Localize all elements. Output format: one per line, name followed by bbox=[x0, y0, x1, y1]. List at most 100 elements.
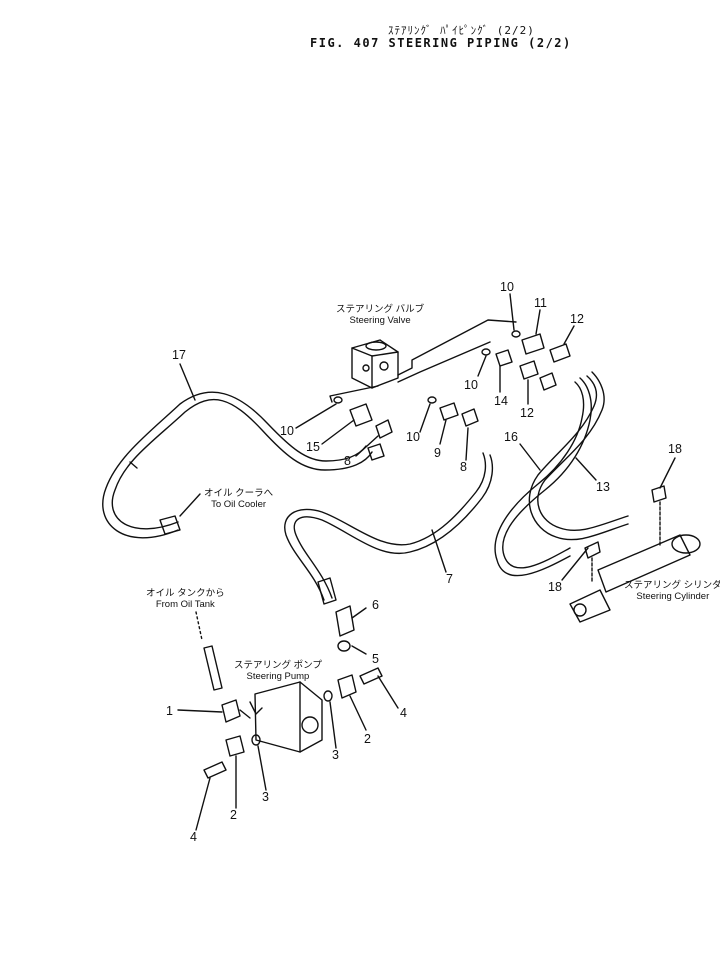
leader-15 bbox=[520, 444, 540, 470]
leader-8-left bbox=[356, 436, 378, 456]
fitting-12-b bbox=[520, 361, 538, 379]
leader-3-right bbox=[330, 702, 336, 748]
hose-17 bbox=[112, 400, 372, 529]
callout-14: 14 bbox=[494, 394, 508, 408]
leader-16 bbox=[322, 420, 354, 444]
bolt-4-upper bbox=[360, 668, 382, 684]
callout-11: 11 bbox=[534, 296, 547, 310]
leader-11 bbox=[536, 310, 540, 334]
leader-6 bbox=[352, 608, 366, 618]
figure-title: FIG. 407 STEERING PIPING (2/2) bbox=[310, 36, 572, 50]
figure-title-japanese: ｽﾃｱﾘﾝｸﾞ ﾊﾟｲﾋﾟﾝｸﾞ (2/2) bbox=[388, 24, 535, 37]
callout-18: 18 bbox=[668, 442, 682, 456]
leader-4-left bbox=[196, 778, 210, 830]
callout-13: 13 bbox=[596, 480, 610, 494]
hose-17-inner bbox=[103, 392, 366, 538]
callout-8: 8 bbox=[344, 454, 351, 468]
elbow-1 bbox=[222, 700, 240, 722]
hose-15 bbox=[503, 378, 592, 568]
callout-10: 10 bbox=[280, 424, 294, 438]
callout-10: 10 bbox=[500, 280, 514, 294]
steering-valve-label-en: Steering Valve bbox=[349, 315, 411, 326]
o-ring-3-upper bbox=[324, 691, 332, 701]
callout-8: 8 bbox=[460, 460, 467, 474]
steering-cylinder-body bbox=[570, 486, 700, 622]
callout-1: 1 bbox=[166, 704, 173, 718]
leader-9 bbox=[440, 420, 446, 444]
bolt-4-lower bbox=[204, 762, 226, 778]
hose-15-inner bbox=[495, 382, 584, 576]
callout-16: 15 bbox=[306, 440, 320, 454]
steering-pump-label-en: Steering Pump bbox=[246, 671, 310, 682]
callout-4: 4 bbox=[400, 706, 407, 720]
elbow-8-right bbox=[462, 409, 478, 426]
fitting-11 bbox=[522, 334, 544, 354]
callout-4: 4 bbox=[190, 830, 197, 844]
leader-18-top bbox=[660, 458, 675, 488]
o-ring-3-lower bbox=[252, 735, 260, 745]
leader-18-bottom bbox=[562, 548, 588, 580]
adapter-9 bbox=[440, 403, 458, 420]
elbow-2-upper bbox=[338, 675, 356, 698]
leader-7 bbox=[432, 530, 446, 572]
fitting-16 bbox=[350, 404, 372, 426]
to-oil-cooler-label-en: To Oil Cooler bbox=[211, 499, 267, 510]
pilot-line-lower bbox=[398, 342, 490, 382]
hose-17-fitting-left bbox=[160, 516, 180, 534]
suction-hose-dashes bbox=[196, 612, 202, 640]
leader-10-b bbox=[420, 404, 430, 432]
pilot-line-upper bbox=[398, 320, 516, 375]
leader-2-right bbox=[350, 696, 366, 730]
hose-17-band bbox=[130, 462, 137, 468]
steering-cylinder-label-jp: ステアリング シリンダ bbox=[624, 580, 720, 591]
leader-17 bbox=[180, 364, 195, 400]
fitting-12-c bbox=[540, 373, 556, 390]
o-ring-10-d bbox=[512, 331, 520, 337]
callout-2: 2 bbox=[230, 808, 237, 822]
steering-pump-body bbox=[240, 682, 322, 752]
hose-7-inner bbox=[285, 453, 486, 600]
to-oil-cooler-label: オイル クーラへ To Oil Cooler bbox=[204, 488, 273, 510]
leader-10-d bbox=[510, 294, 514, 330]
o-ring-10-a bbox=[334, 397, 342, 403]
from-oil-tank-label-jp: オイル タンクから bbox=[146, 588, 225, 599]
from-oil-tank-label: オイル タンクから From Oil Tank bbox=[146, 588, 225, 610]
callout-18: 18 bbox=[548, 580, 562, 594]
callout-12: 12 bbox=[520, 406, 534, 420]
hose-7 bbox=[294, 455, 492, 598]
leader-3-left bbox=[258, 746, 266, 790]
steering-cylinder-label-en: Steering Cylinder bbox=[636, 591, 710, 602]
callout-2: 2 bbox=[364, 732, 371, 746]
steering-valve-label: ステアリング バルブ Steering Valve bbox=[336, 304, 424, 326]
leader-oil-cooler bbox=[180, 494, 200, 516]
pilot-line-left bbox=[330, 386, 378, 402]
leader-1 bbox=[178, 710, 222, 712]
callout-7: 7 bbox=[446, 572, 453, 586]
adapter-14 bbox=[496, 350, 512, 366]
callout-6: 6 bbox=[372, 598, 379, 612]
leader-5 bbox=[352, 646, 366, 654]
leader-10-a bbox=[296, 404, 336, 428]
steering-valve-body bbox=[352, 340, 398, 388]
callout-3: 3 bbox=[332, 748, 339, 762]
suction-tube bbox=[204, 646, 222, 690]
hose-13 bbox=[538, 372, 628, 530]
callout-5: 5 bbox=[372, 652, 379, 666]
callout-12: 12 bbox=[570, 312, 584, 326]
callout-17: 17 bbox=[172, 348, 186, 362]
steering-valve-label-jp: ステアリング バルブ bbox=[336, 304, 425, 315]
steering-cylinder-label: ステアリング シリンダ Steering Cylinder bbox=[624, 580, 720, 602]
steering-pump-label-jp: ステアリング ポンプ bbox=[234, 660, 322, 671]
o-ring-5 bbox=[338, 641, 350, 651]
hose-17-fitting-right bbox=[368, 444, 384, 460]
leader-8-right bbox=[466, 428, 468, 460]
o-ring-10-c bbox=[482, 349, 490, 355]
callout-10: 10 bbox=[464, 378, 478, 392]
leader-12-a bbox=[564, 326, 574, 344]
callout-15: 16 bbox=[504, 430, 518, 444]
leader-13 bbox=[576, 458, 596, 480]
to-oil-cooler-label-jp: オイル クーラへ bbox=[204, 488, 274, 499]
leader-4-right bbox=[378, 676, 398, 708]
elbow-8-left bbox=[376, 420, 392, 438]
